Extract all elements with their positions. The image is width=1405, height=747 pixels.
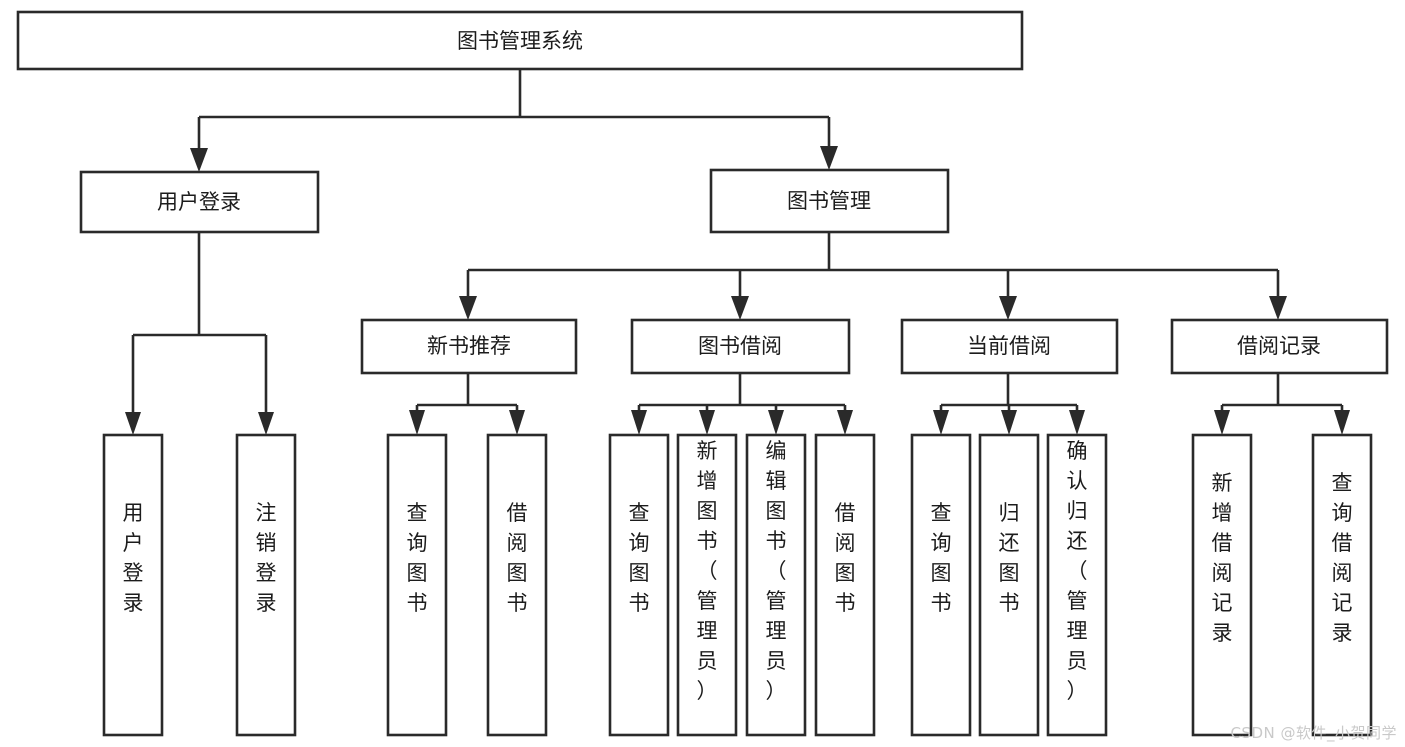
leaf-node[interactable]: 借阅图书 [486, 433, 548, 737]
leaf-cb-query-box[interactable] [910, 433, 972, 737]
node-borrow-record-box[interactable] [1170, 318, 1389, 375]
leaf-node[interactable]: 新增图书（管理员） [676, 433, 738, 737]
arrowhead-ul-child-1 [258, 412, 274, 435]
leaf-cb-confirm-box[interactable] [1046, 433, 1108, 737]
leaf-bb-query-box[interactable] [608, 433, 670, 737]
node-borrow-record-label: 借阅记录 [1237, 334, 1321, 358]
node-user-login-label: 用户登录 [157, 190, 241, 214]
arrowhead-bb-child-3 [837, 410, 853, 435]
leaf-bb-query-label: 查询图书 [629, 501, 650, 615]
node-root-label: 图书管理系统 [457, 29, 583, 53]
arrowhead-br-child-1 [1334, 410, 1350, 435]
leaf-node[interactable]: 查询借阅记录 [1311, 433, 1373, 737]
leaf-node[interactable]: 借阅图书 [814, 433, 876, 737]
leaf-br-query-label: 查询借阅记录 [1332, 471, 1353, 645]
leaf-bb-borrow-label: 借阅图书 [835, 501, 856, 615]
node-user-login[interactable]: 用户登录 [79, 170, 320, 234]
node-user-login-box[interactable] [79, 170, 320, 234]
arrowhead-cb-child-0 [933, 410, 949, 435]
leaf-br-query-box[interactable] [1311, 433, 1373, 737]
arrowhead-bb-child-1 [699, 410, 715, 435]
arrowhead-br-child-0 [1214, 410, 1230, 435]
leaf-node[interactable]: 查询图书 [910, 433, 972, 737]
node-new-book-recommend-box[interactable] [360, 318, 578, 375]
leaf-bb-edit-label: 编辑图书（管理员） [766, 439, 787, 703]
leaf-user-login-box[interactable] [102, 433, 164, 737]
node-book-manage[interactable]: 图书管理 [709, 168, 950, 234]
leaf-nb-query-box[interactable] [386, 433, 448, 737]
watermark-text: CSDN @软件_小贺同学 [1230, 724, 1397, 742]
node-book-borrow-box[interactable] [630, 318, 851, 375]
node-current-borrow-box[interactable] [900, 318, 1119, 375]
leaf-node[interactable]: 新增借阅记录 [1191, 433, 1253, 737]
node-book-manage-box[interactable] [709, 168, 950, 234]
node-book-borrow-label: 图书借阅 [698, 334, 782, 358]
leaf-node[interactable]: 注销登录 [235, 433, 297, 737]
node-book-manage-label: 图书管理 [787, 189, 871, 213]
arrowhead-nb-child-0 [409, 410, 425, 435]
leaf-nb-query-label: 查询图书 [407, 501, 428, 615]
arrowhead-cb-child-2 [1069, 410, 1085, 435]
leaf-br-add-box[interactable] [1191, 433, 1253, 737]
leaf-br-add-label: 新增借阅记录 [1212, 471, 1233, 645]
connector-layer [125, 69, 1350, 435]
arrowhead-bb-child-2 [768, 410, 784, 435]
arrowhead-cb-child-1 [1001, 410, 1017, 435]
arrowhead-current-borrow [999, 296, 1017, 320]
node-root[interactable]: 图书管理系统 [16, 10, 1024, 71]
leaf-node[interactable]: 编辑图书（管理员） [745, 433, 807, 737]
leaf-node[interactable]: 查询图书 [608, 433, 670, 737]
leaf-logout-label: 注销登录 [256, 501, 277, 615]
leaf-node[interactable]: 确认归还（管理员） [1046, 433, 1108, 737]
leaf-bb-add-box[interactable] [676, 433, 738, 737]
leaf-bb-edit-box[interactable] [745, 433, 807, 737]
arrowhead-ul-child-0 [125, 412, 141, 435]
arrowhead-bb-child-0 [631, 410, 647, 435]
arrowhead-borrow-record [1269, 296, 1287, 320]
arrowhead-nb-child-1 [509, 410, 525, 435]
arrowhead-new-book [459, 296, 477, 320]
node-new-book-recommend[interactable]: 新书推荐 [360, 318, 578, 375]
node-new-book-recommend-label: 新书推荐 [427, 334, 511, 358]
node-book-borrow[interactable]: 图书借阅 [630, 318, 851, 375]
leaf-bb-borrow-box[interactable] [814, 433, 876, 737]
leaf-user-login-label: 用户登录 [123, 501, 144, 615]
arrowhead-book-manage [820, 146, 838, 170]
node-borrow-record[interactable]: 借阅记录 [1170, 318, 1389, 375]
leaf-cb-confirm-label: 确认归还（管理员） [1067, 439, 1088, 703]
node-root-box[interactable] [16, 10, 1024, 71]
leaf-node[interactable]: 查询图书 [386, 433, 448, 737]
node-current-borrow-label: 当前借阅 [967, 334, 1051, 358]
leaf-node[interactable]: 用户登录 [102, 433, 164, 737]
arrowhead-user-login [190, 148, 208, 172]
leaf-logout-box[interactable] [235, 433, 297, 737]
leaf-nb-borrow-label: 借阅图书 [507, 501, 528, 615]
leaf-cb-return-label: 归还图书 [999, 501, 1020, 615]
leaf-cb-query-label: 查询图书 [931, 501, 952, 615]
leaf-node[interactable]: 归还图书 [978, 433, 1040, 737]
arrowhead-book-borrow [731, 296, 749, 320]
leaf-cb-return-box[interactable] [978, 433, 1040, 737]
leaf-bb-add-label: 新增图书（管理员） [697, 439, 718, 703]
leaf-nb-borrow-box[interactable] [486, 433, 548, 737]
node-current-borrow[interactable]: 当前借阅 [900, 318, 1119, 375]
